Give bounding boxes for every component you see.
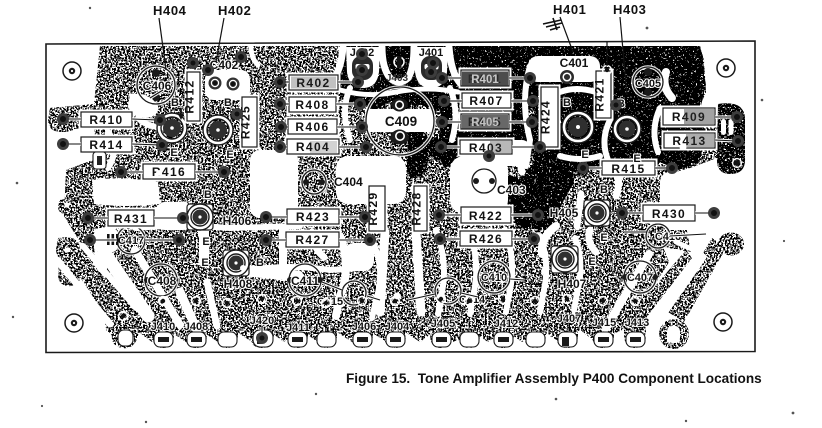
svg-text:C401: C401 [560,56,589,70]
svg-text:R428: R428 [410,191,424,225]
svg-text:H402: H402 [218,3,251,18]
svg-text:C404: C404 [334,175,363,189]
svg-text:J407: J407 [557,313,581,325]
svg-text:R405: R405 [471,117,499,129]
svg-text:R414: R414 [89,138,123,152]
svg-text:E: E [201,257,208,269]
svg-text:R412: R412 [183,79,197,113]
svg-text:E: E [226,149,233,161]
svg-text:R406: R406 [295,120,329,134]
svg-text:R402: R402 [296,76,330,90]
svg-text:J403: J403 [386,73,409,84]
svg-text:E: E [588,256,595,268]
svg-text:C409: C409 [385,114,417,129]
svg-text:E: E [600,232,607,244]
svg-text:Figure 15. Tone Amplifier Ass: Figure 15. Tone Amplifier Assembly P400 … [346,371,762,386]
svg-text:R431: R431 [114,212,148,226]
svg-text:C411: C411 [291,274,319,288]
svg-text:E: E [202,236,209,248]
svg-text:R408: R408 [295,98,329,112]
svg-text:J404: J404 [385,321,410,333]
svg-text:B: B [204,189,212,201]
svg-text:E: E [581,149,588,161]
svg-text:R415: R415 [611,162,645,176]
svg-text:B: B [563,97,571,109]
svg-text:E: E [633,153,640,165]
svg-text:J412: J412 [494,318,518,330]
svg-text:H404: H404 [153,3,187,18]
svg-text:R404: R404 [296,140,330,154]
svg-text:C405: C405 [635,78,661,90]
svg-text:R423: R423 [296,210,330,224]
svg-text:J405: J405 [431,318,455,330]
svg-text:J410: J410 [151,321,175,333]
svg-text:R426: R426 [469,232,503,246]
svg-text:H408: H408 [224,277,253,291]
svg-text:H403: H403 [613,2,646,17]
svg-text:C406: C406 [143,79,172,93]
svg-text:R424: R424 [539,100,553,134]
svg-text:R427: R427 [295,233,329,247]
svg-text:H407: H407 [558,277,587,291]
svg-text:C417: C417 [118,235,144,247]
svg-text:J411: J411 [286,322,310,334]
svg-text:B: B [600,184,608,196]
svg-text:J401: J401 [419,47,443,59]
svg-text:J415: J415 [592,317,616,329]
svg-text:J408: J408 [184,321,208,333]
svg-text:R403: R403 [469,141,503,155]
svg-text:E: E [170,147,177,159]
svg-text:C416: C416 [655,231,681,243]
svg-text:R410: R410 [89,113,123,127]
svg-text:R407: R407 [469,94,503,108]
svg-text:C407: C407 [627,272,653,284]
svg-text:R421: R421 [593,77,607,111]
svg-text:R401: R401 [471,74,499,86]
svg-text:H406: H406 [223,214,252,228]
svg-text:B: B [171,97,179,109]
svg-text:B: B [224,97,232,109]
svg-text:C408: C408 [148,274,177,288]
svg-text:J420: J420 [250,315,274,327]
svg-text:R422: R422 [469,209,503,223]
svg-text:C402: C402 [210,58,239,72]
svg-text:C410: C410 [481,272,507,284]
svg-text:H401: H401 [553,2,586,17]
svg-text:R409: R409 [672,110,706,124]
svg-text:R430: R430 [652,207,686,221]
svg-text:J406: J406 [352,321,376,333]
svg-text:B: B [256,257,264,269]
svg-text:J413: J413 [625,317,649,329]
svg-text:C403: C403 [497,183,526,197]
svg-text:H405: H405 [550,206,579,220]
